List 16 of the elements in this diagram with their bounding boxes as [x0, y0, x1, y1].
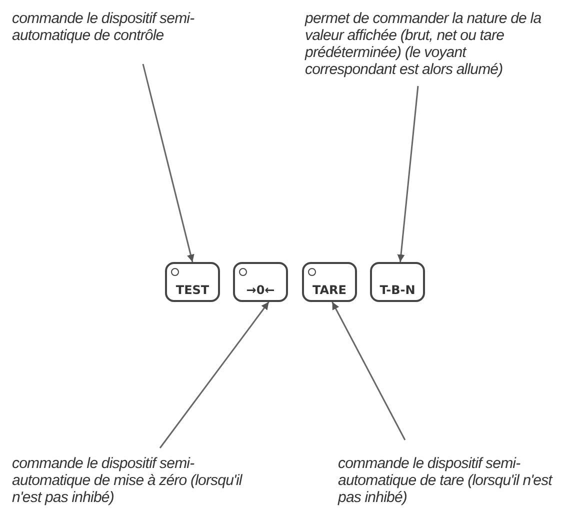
callout-text: commande le dispositif semi-automatique de contrôle [12, 10, 252, 44]
key-button [233, 262, 288, 302]
leader-arrow [332, 302, 406, 440]
leader-arrow [159, 302, 270, 448]
callout-text: commande le dispositif semi-automatique de tare (lorsqu'il n'est pas inhibé) [338, 455, 573, 506]
key-button [165, 262, 220, 302]
callout-text: permet de commander la nature de la valeur affichée (brut, net ou tare prédéterminée) (le voyant correspondant est alors allumé) [305, 10, 555, 78]
key-label: T-B-N [378, 283, 416, 297]
leader-arrow [142, 64, 194, 262]
key-label: →0← [245, 283, 276, 297]
callout-text: commande le dispositif semi-automatique de mise à zéro (lorsqu'il n'est pas inhibé) [12, 455, 247, 506]
key-button [302, 262, 357, 302]
key-label: TEST [174, 283, 210, 297]
key-label: TARE [312, 283, 348, 297]
leader-arrow [397, 86, 419, 262]
key-button [370, 262, 425, 302]
